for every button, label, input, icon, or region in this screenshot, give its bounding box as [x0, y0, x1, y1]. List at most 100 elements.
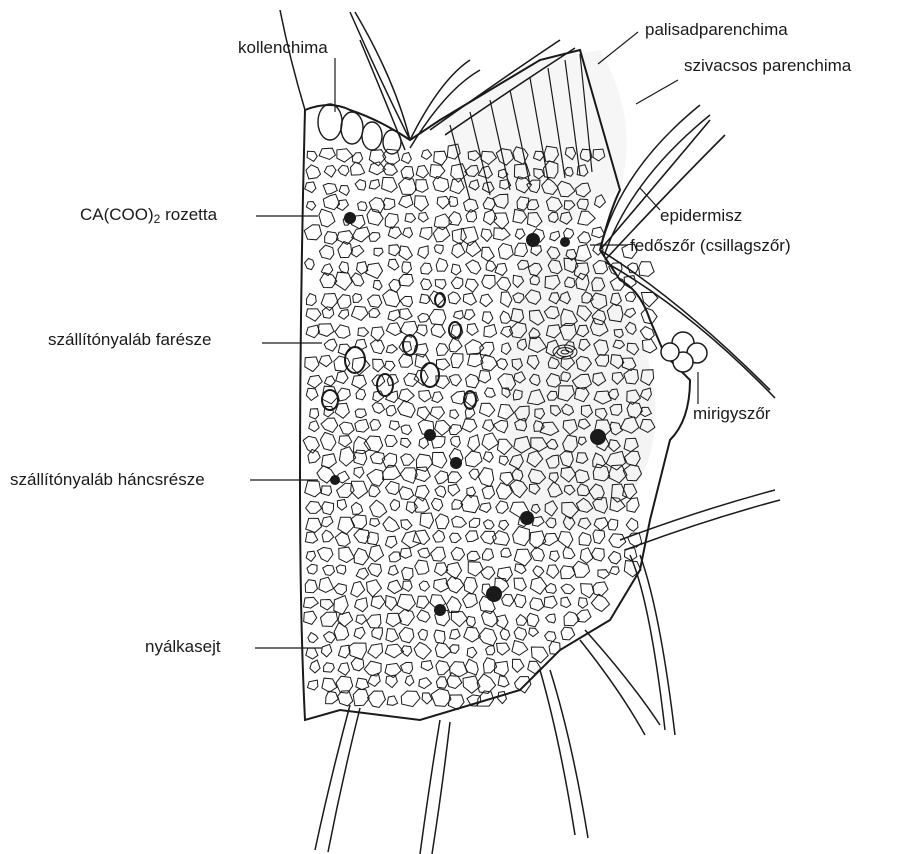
parenchyma-cell: [454, 311, 464, 320]
parenchyma-cell: [420, 513, 434, 529]
parenchyma-cell: [339, 262, 349, 274]
parenchyma-cell: [435, 280, 446, 289]
parenchyma-cell: [401, 438, 411, 447]
parenchyma-cell: [450, 410, 459, 419]
parenchyma-cell: [591, 594, 609, 611]
parenchyma-cell: [319, 148, 335, 159]
parenchyma-cell: [321, 612, 338, 626]
parenchyma-cell: [418, 548, 430, 558]
parenchyma-cell: [338, 612, 353, 627]
parenchyma-cell: [531, 547, 545, 561]
parenchyma-cell: [546, 614, 556, 623]
parenchyma-cell: [324, 663, 335, 672]
parenchyma-cell: [435, 486, 446, 498]
parenchyma-cell: [466, 260, 481, 274]
parenchyma-cell: [550, 231, 560, 241]
parenchyma-cell: [336, 371, 348, 383]
parenchyma-cell: [436, 661, 450, 675]
parenchyma-cell: [437, 196, 450, 209]
parenchyma-cell: [351, 162, 365, 175]
parenchyma-cell: [467, 647, 477, 658]
parenchyma-cell: [385, 361, 395, 371]
parenchyma-cell: [417, 596, 430, 608]
parenchyma-cell: [451, 547, 465, 560]
parenchyma-cell: [514, 594, 526, 608]
parenchyma-cell: [465, 279, 478, 292]
parenchyma-cell: [373, 281, 382, 291]
parenchyma-cell: [432, 392, 443, 403]
parenchyma-cell: [307, 151, 317, 161]
parenchyma-cell: [306, 325, 320, 338]
parenchyma-cell: [514, 578, 526, 591]
parenchyma-cell: [446, 596, 461, 612]
parenchyma-cell: [627, 498, 639, 513]
parenchyma-cell: [608, 519, 618, 530]
parenchyma-cell: [449, 425, 462, 435]
parenchyma-cell: [353, 294, 362, 303]
parenchyma-cell: [468, 353, 483, 367]
parenchyma-cell: [451, 277, 463, 289]
parenchyma-cell: [419, 213, 429, 223]
parenchyma-cell: [561, 584, 575, 594]
parenchyma-cell: [495, 661, 509, 676]
parenchyma-cell: [533, 566, 544, 577]
parenchyma-cell: [499, 520, 509, 530]
parenchyma-cell: [463, 293, 476, 305]
parenchyma-cell: [452, 243, 465, 258]
parenchyma-cell: [421, 661, 433, 671]
parenchyma-cell: [434, 245, 443, 254]
parenchyma-cell: [626, 518, 638, 531]
parenchyma-cell: [464, 577, 477, 594]
parenchyma-cell: [515, 229, 525, 239]
parenchyma-cell: [418, 629, 427, 640]
parenchyma-cell: [305, 258, 315, 269]
parenchyma-cell: [550, 551, 560, 562]
parenchyma-cell: [370, 419, 381, 430]
parenchyma-cell: [493, 531, 510, 546]
parenchyma-cell: [369, 485, 380, 497]
parenchyma-cell: [366, 263, 383, 279]
parenchyma-cell: [399, 342, 411, 352]
parenchyma-cell: [432, 452, 447, 468]
parenchyma-cell: [579, 533, 591, 546]
label-palisade: palisadparenchima: [645, 20, 788, 40]
parenchyma-cell: [421, 279, 432, 290]
parenchyma-cell: [482, 433, 499, 450]
parenchyma-cell: [354, 627, 365, 639]
parenchyma-cell: [530, 577, 546, 594]
parenchyma-cell: [530, 598, 544, 611]
parenchyma-cell: [482, 486, 495, 499]
parenchyma-cell: [415, 560, 429, 574]
parenchyma-cell: [486, 261, 496, 272]
parenchyma-cell: [372, 628, 383, 640]
parenchyma-cell: [436, 258, 448, 271]
parenchyma-cell: [338, 242, 352, 258]
parenchyma-cell: [527, 613, 539, 627]
parenchyma-cell: [370, 452, 385, 464]
parenchyma-cell: [351, 658, 364, 671]
parenchyma-cell: [514, 627, 527, 640]
parenchyma-cell: [351, 273, 364, 286]
parenchyma-cell: [500, 629, 510, 641]
label-rozetta: CA(COO)2 rozetta: [80, 205, 217, 229]
parenchyma-cell: [399, 195, 413, 208]
parenchyma-cell: [532, 517, 544, 527]
parenchyma-cell: [416, 325, 427, 336]
parenchyma-cell: [419, 391, 431, 402]
parenchyma-cell: [321, 418, 338, 433]
parenchyma-cell: [309, 421, 320, 432]
label-rozetta-suffix: rozetta: [160, 205, 217, 224]
parenchyma-cell: [338, 388, 351, 401]
parenchyma-cell: [354, 529, 369, 543]
parenchyma-cell: [319, 245, 334, 259]
parenchyma-cell: [323, 565, 335, 575]
parenchyma-cell: [549, 642, 560, 655]
parenchyma-cell: [416, 166, 428, 179]
parenchyma-cell: [639, 262, 654, 277]
parenchyma-cell: [593, 582, 608, 596]
parenchyma-cell: [461, 495, 480, 513]
label-spongy: szivacsos parenchima: [684, 56, 851, 76]
parenchyma-cell: [306, 309, 321, 321]
parenchyma-cell: [468, 562, 483, 577]
parenchyma-cell: [306, 501, 322, 513]
